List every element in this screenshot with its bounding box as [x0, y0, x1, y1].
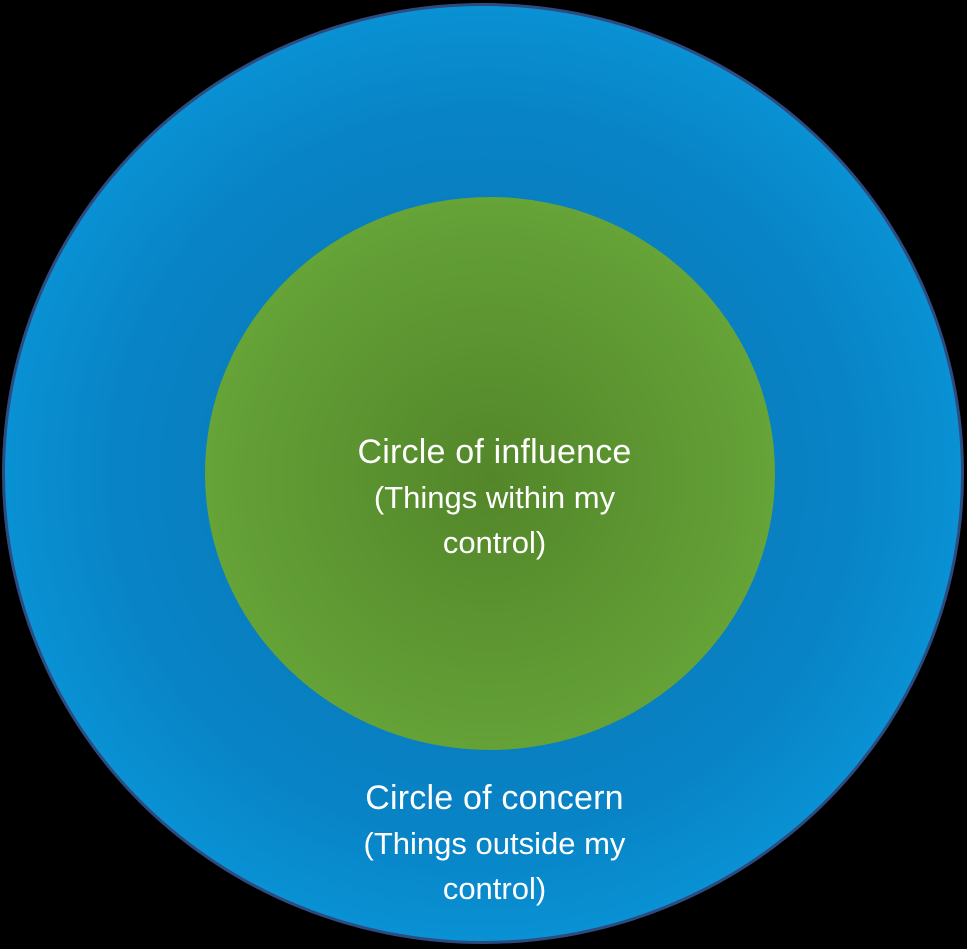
circle-of-concern-title: Circle of concern — [365, 779, 624, 817]
circle-of-influence-label-block: Circle of influence (Things within my co… — [22, 429, 967, 565]
circle-of-influence — [205, 197, 775, 750]
circle-of-concern-subtitle-line2: control) — [442, 871, 547, 906]
circle-of-influence-title: Circle of influence — [357, 433, 632, 471]
circle-of-concern-label-block: Circle of concern (Things outside my con… — [22, 775, 967, 911]
circle-of-concern-subtitle-line1: (Things outside my — [363, 826, 626, 861]
circle-of-influence-subtitle-line1: (Things within my — [373, 480, 616, 515]
circle-of-influence-subtitle-line2: control) — [442, 525, 547, 560]
